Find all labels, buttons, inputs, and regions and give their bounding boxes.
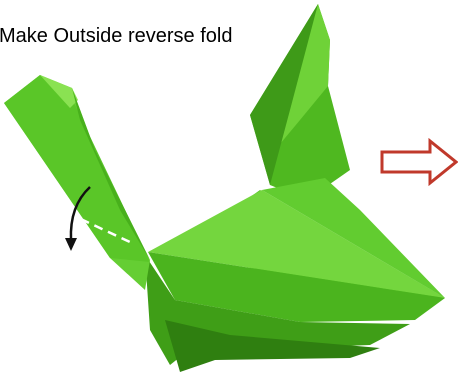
curved-down-arrow-icon <box>65 186 91 251</box>
tail-flap-front-face <box>4 75 150 262</box>
main-wing-top-face <box>148 190 445 298</box>
main-wing-fold-face <box>262 178 445 298</box>
fold-guide-line <box>39 198 133 245</box>
tail-flap-edge <box>40 75 78 108</box>
main-wing-lower-face <box>148 252 445 322</box>
fuselage-keel <box>165 320 380 372</box>
rear-wing-underside <box>250 4 318 185</box>
hollow-right-arrow-icon <box>380 138 458 186</box>
instruction-caption: Make Outside reverse fold <box>0 25 233 47</box>
